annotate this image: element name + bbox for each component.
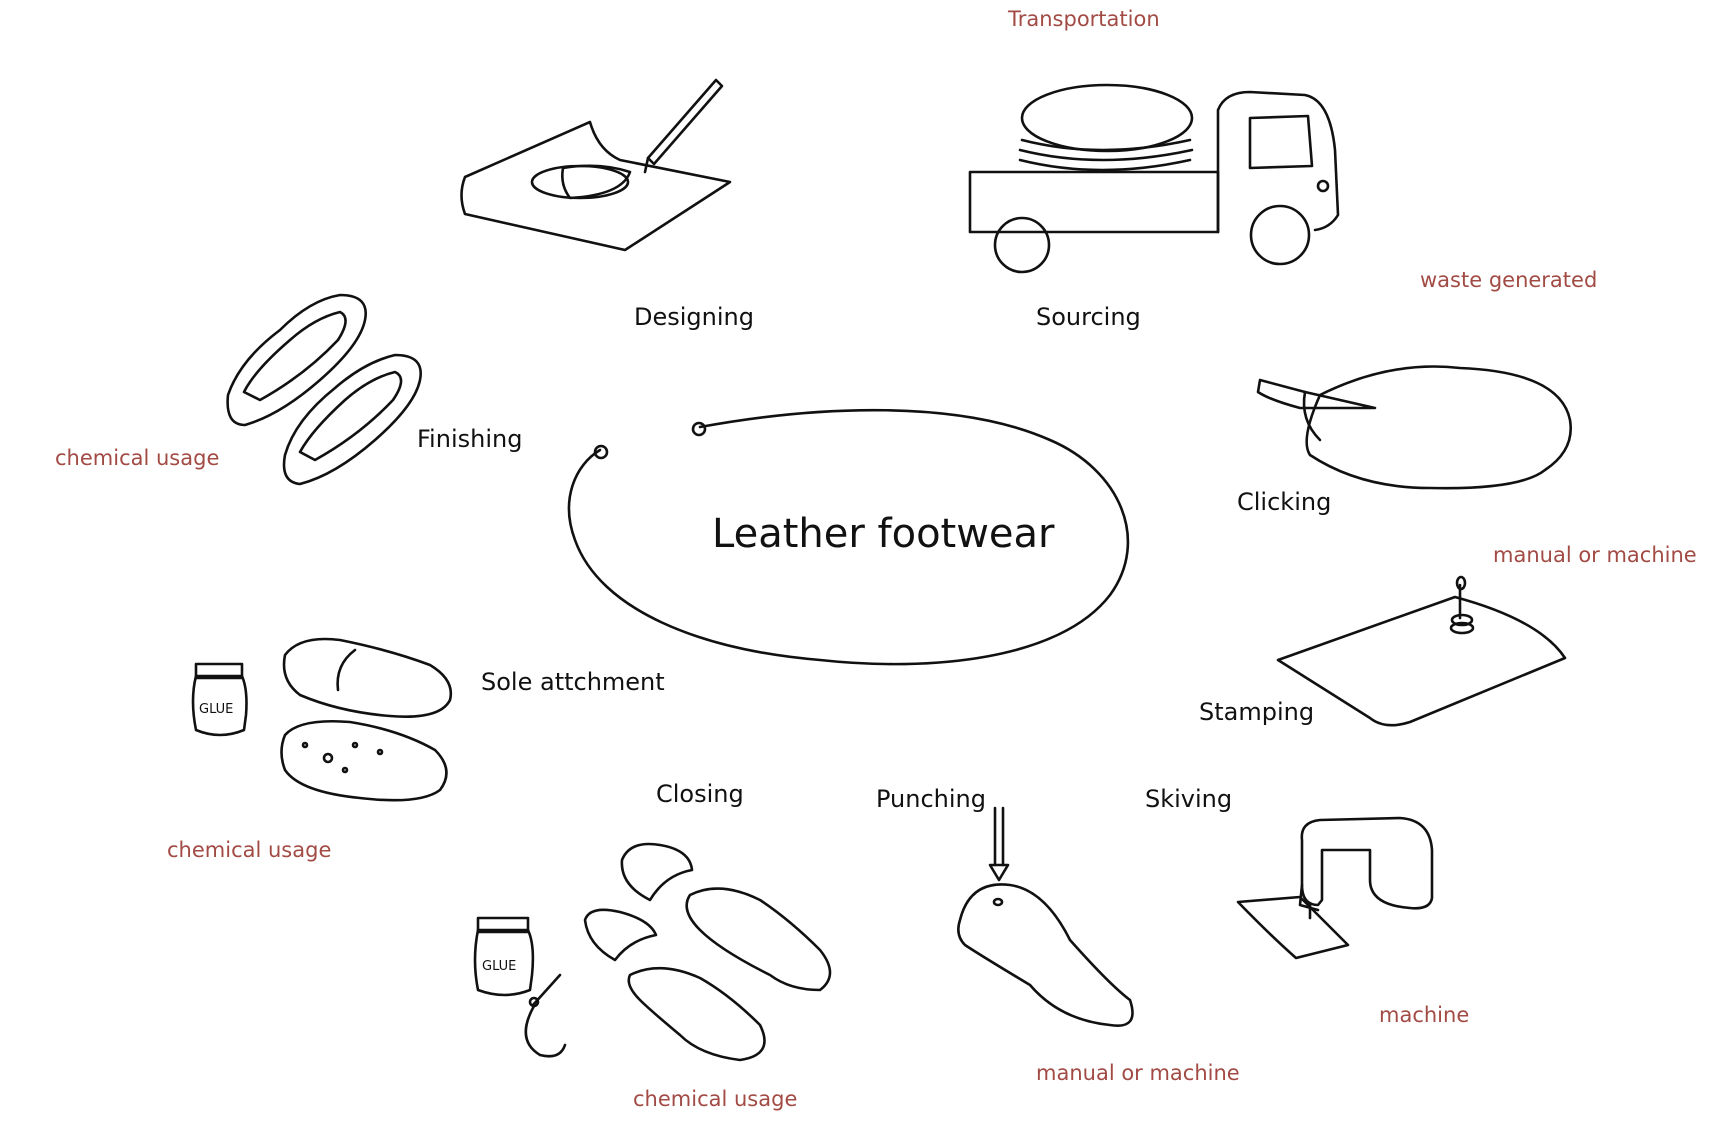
glue-needle-uppers-icon: GLUE bbox=[473, 842, 832, 1062]
note-finishing-chemical: chemical usage bbox=[55, 446, 220, 470]
note-closing-chemical: chemical usage bbox=[633, 1087, 798, 1111]
punch-icon bbox=[957, 806, 1134, 1028]
note-transportation: Transportation bbox=[1008, 7, 1160, 31]
step-label-sole-attachment: Sole attchment bbox=[481, 668, 665, 696]
glue-soles-icon: GLUE bbox=[191, 637, 453, 802]
step-label-skiving: Skiving bbox=[1145, 785, 1233, 813]
truck-icon bbox=[968, 83, 1340, 274]
note-waste-generated: waste generated bbox=[1420, 268, 1598, 292]
glue-jar-label: GLUE bbox=[482, 959, 516, 974]
skiving-machine-icon bbox=[1236, 816, 1434, 960]
step-label-sourcing: Sourcing bbox=[1036, 303, 1141, 331]
note-stamping-method: manual or machine bbox=[1493, 543, 1697, 567]
pen-on-paper-icon bbox=[460, 78, 732, 252]
note-sole-chemical: chemical usage bbox=[167, 838, 332, 862]
step-label-closing: Closing bbox=[656, 780, 744, 808]
glue-jar-label-sole: GLUE bbox=[199, 702, 233, 717]
finished-shoes-icon bbox=[226, 293, 422, 486]
step-label-clicking: Clicking bbox=[1237, 488, 1332, 516]
step-label-finishing: Finishing bbox=[417, 425, 523, 453]
center-loop-icon bbox=[567, 408, 1130, 666]
step-label-designing: Designing bbox=[634, 303, 754, 331]
step-label-punching: Punching bbox=[876, 785, 986, 813]
stamp-icon bbox=[1276, 575, 1567, 727]
note-skiving-method: machine bbox=[1379, 1003, 1470, 1027]
note-punching-method: manual or machine bbox=[1036, 1061, 1240, 1085]
diagram-title: Leather footwear bbox=[712, 511, 1055, 557]
knife-leather-icon bbox=[1256, 365, 1573, 490]
step-label-stamping: Stamping bbox=[1199, 698, 1315, 726]
